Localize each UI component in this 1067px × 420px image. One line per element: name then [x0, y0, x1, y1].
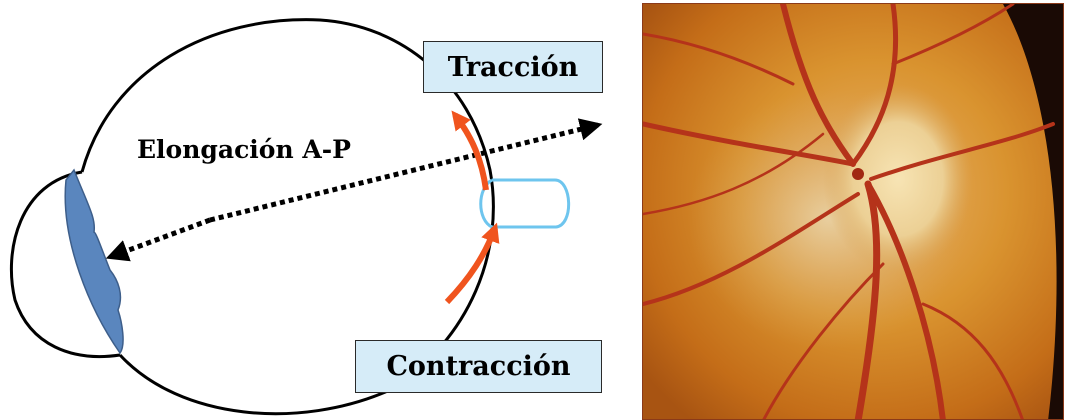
- lens-shape: [65, 170, 123, 353]
- contraction-label: Contracción: [386, 351, 570, 382]
- contraction-arrow: [447, 228, 495, 302]
- traction-label: Tracción: [448, 52, 579, 83]
- fundus-photograph: [642, 3, 1064, 420]
- ap-elongation-label: Elongación A-P: [137, 135, 351, 164]
- ap-axis-arrow-back: [110, 220, 210, 257]
- fundus-image: [643, 4, 1064, 420]
- contraction-label-box: Contracción: [355, 340, 602, 393]
- muscle-insertion: [492, 180, 569, 227]
- eye-diagram: Elongación A-P Tracción Contracción: [0, 0, 630, 420]
- traction-label-box: Tracción: [423, 41, 603, 93]
